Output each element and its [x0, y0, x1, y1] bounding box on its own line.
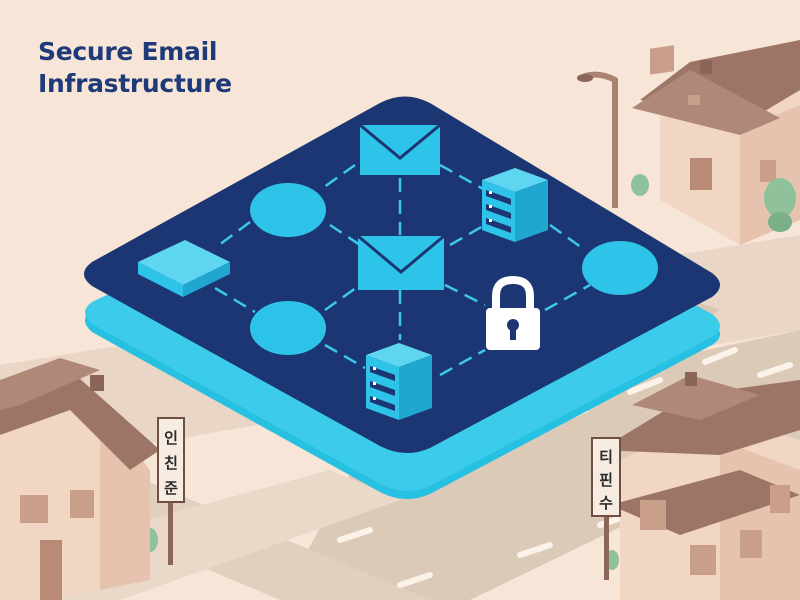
server-node-right [482, 168, 548, 242]
connectors [214, 163, 591, 377]
connector-circle-server [324, 343, 366, 370]
email-node-top [359, 123, 441, 175]
connector-email-circle-left [319, 163, 356, 192]
block-icon [138, 240, 230, 297]
street-sign-right: 티 핀 수 [591, 437, 621, 580]
connector-circle-email [324, 283, 361, 312]
connector-server-circle-right [549, 223, 586, 252]
block-node-left [138, 240, 230, 297]
sign-right-char-2: 핀 [599, 471, 613, 489]
sign-left-char-2: 친 [164, 454, 178, 472]
sign-right-char-1: 티 [599, 448, 613, 466]
connector-circle-email-center [329, 223, 361, 247]
server-node-bottom [366, 343, 432, 420]
email-node-center [357, 234, 445, 290]
circle-node-left [250, 183, 326, 237]
connector-server-lock [439, 348, 486, 377]
connector-circle-block [214, 220, 251, 250]
title-line-2: Infrastructure [38, 69, 232, 98]
house-bottom-left [0, 358, 160, 600]
connector-email-lock [444, 283, 486, 307]
lock-node [486, 275, 540, 350]
house-bottom-right [600, 372, 800, 600]
connector-email-server [449, 220, 491, 247]
server-icon [366, 343, 432, 420]
padlock-icon [486, 275, 540, 350]
sign-left-char-3: 준 [164, 479, 178, 497]
sign-right-char-3: 수 [599, 494, 613, 512]
server-icon [482, 168, 548, 242]
circle-node-bottom [250, 301, 326, 355]
circle-icon [250, 301, 326, 355]
title-line-1: Secure Email [38, 37, 218, 66]
connector-lock-circle [544, 283, 591, 312]
circle-icon [250, 183, 326, 237]
circle-icon [582, 241, 658, 295]
street-lamp [577, 71, 618, 208]
street-sign-left: 인 친 준 [157, 417, 185, 565]
connector-email-server-right [439, 163, 486, 192]
page-title: Secure Email Infrastructure [38, 36, 298, 100]
sign-left-char-1: 인 [164, 429, 178, 447]
envelope-icon [357, 234, 445, 290]
connector-block-circle-bottom [214, 286, 256, 314]
envelope-icon [359, 123, 441, 175]
circle-node-right [582, 241, 658, 295]
